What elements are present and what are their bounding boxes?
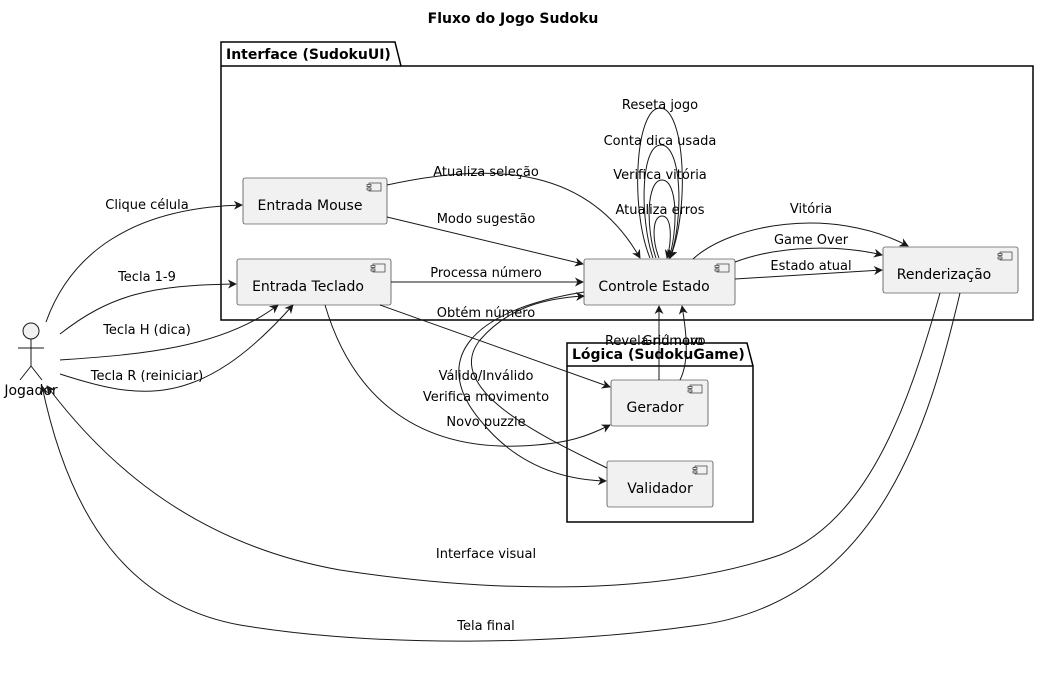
edge-label-game-over: Game Over — [774, 233, 849, 248]
edge-count-hint — [643, 144, 680, 259]
edge-label-keyH: Tecla H (dica) — [102, 323, 191, 338]
package-logic: Lógica (SudokuGame) — [566, 342, 754, 523]
edge-label-update-errors: Atualiza erros — [615, 203, 704, 218]
edge-label-get-number: Obtém número — [437, 306, 536, 321]
edge-label-victory: Vitória — [790, 202, 832, 217]
edge-label-current-state: Estado atual — [770, 259, 851, 274]
edge-label-suggest-mode: Modo sugestão — [437, 212, 536, 227]
edge-get-number — [379, 304, 611, 389]
edge-victory — [692, 222, 909, 260]
diagram-title: Fluxo do Jogo Sudoku — [428, 11, 599, 27]
component-label-render: Renderização — [897, 267, 992, 283]
component-controle-estado[interactable]: Controle Estado — [583, 258, 736, 306]
edge-keyR — [59, 304, 294, 392]
edge-label-visual-interface: Interface visual — [436, 547, 536, 562]
edge-label-key19: Tecla 1-9 — [117, 270, 176, 285]
edge-update-selection — [386, 172, 641, 259]
edge-label-new-puzzle: Novo puzzle — [446, 415, 525, 430]
edge-valid-invalid — [471, 291, 608, 469]
edge-reset — [637, 107, 683, 259]
component-entrada-teclado[interactable]: Entrada Teclado — [236, 258, 392, 306]
edge-label-final-screen: Tela final — [456, 619, 514, 634]
edge-label-check-move: Verifica movimento — [423, 390, 549, 405]
edge-check-move — [458, 291, 607, 486]
actor-jogador[interactable]: Jogador — [3, 322, 58, 399]
edge-check-win — [648, 179, 676, 259]
edge-label-update-selection: Atualiza seleção — [433, 165, 539, 180]
edge-label-check-win: Verifica vitória — [613, 168, 707, 183]
component-label-generator: Gerador — [626, 400, 683, 416]
edge-label-valid-invalid: Válido/Inválido — [439, 369, 534, 384]
component-entrada-mouse[interactable]: Entrada Mouse — [242, 177, 388, 225]
edge-suggest-mode — [386, 216, 584, 267]
component-gerador[interactable]: Gerador — [610, 379, 709, 427]
edge-label-process-number: Processa número — [430, 266, 542, 281]
edge-label-reset: Reseta jogo — [622, 98, 698, 113]
edge-new-puzzle — [324, 304, 611, 447]
component-label-mouse: Entrada Mouse — [258, 198, 363, 214]
component-label-validator: Validador — [627, 481, 693, 497]
component-label-control: Controle Estado — [598, 279, 709, 295]
actor-label: Jogador — [3, 383, 58, 399]
edge-new-grid — [678, 305, 688, 381]
edge-keyH — [59, 304, 279, 361]
package-interface-label: Interface (SudokuUI) — [226, 47, 391, 63]
edge-label-count-hint: Conta dica usada — [604, 134, 717, 149]
edge-game-over — [734, 247, 883, 263]
package-logic-label: Lógica (SudokuGame) — [572, 347, 745, 363]
edge-final-screen — [39, 292, 961, 642]
component-renderizacao[interactable]: Renderização — [882, 246, 1019, 294]
edge-key19 — [59, 279, 237, 335]
package-interface: Interface (SudokuUI) — [220, 41, 1034, 321]
component-label-keyboard: Entrada Teclado — [252, 279, 364, 295]
component-validador[interactable]: Validador — [606, 460, 714, 508]
edge-visual-interface — [46, 292, 941, 588]
edge-label-new-grid: Grid novo — [642, 334, 705, 349]
edge-click — [45, 200, 243, 323]
edge-label-keyR: Tecla R (reiniciar) — [90, 369, 204, 384]
edge-update-errors — [653, 215, 674, 259]
edge-current-state — [734, 266, 883, 280]
edge-label-reveal: Revela número — [605, 334, 703, 349]
edge-label-click: Clique célula — [105, 198, 189, 213]
